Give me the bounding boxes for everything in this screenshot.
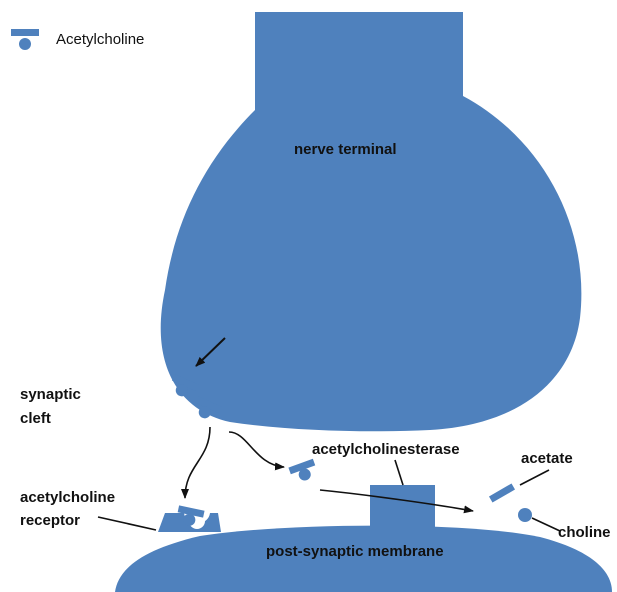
synaptic-cleft-label-line2: cleft	[20, 409, 51, 428]
legend-label: Acetylcholine	[56, 30, 144, 49]
synaptic-cleft-label-line1: synaptic	[20, 385, 81, 404]
acetylcholinesterase-pointer	[395, 460, 403, 485]
acetate-pointer	[520, 470, 549, 485]
receptor-label-line2: receptor	[20, 511, 80, 530]
diffusion-arrow	[229, 432, 284, 467]
acetylcholine-molecule-3	[288, 459, 319, 485]
binding-arrow	[185, 427, 210, 498]
nerve-terminal-label: nerve terminal	[294, 140, 397, 159]
choline-molecule	[518, 508, 532, 522]
choline-label: choline	[558, 523, 611, 542]
choline-pointer	[532, 518, 560, 531]
nerve-terminal-shape	[161, 12, 582, 431]
receptor-label-line1: acetylcholine	[20, 488, 115, 507]
acetylcholinesterase-enzyme	[370, 485, 435, 535]
post-synaptic-membrane-label: post-synaptic membrane	[266, 542, 444, 561]
acetylcholinesterase-label: acetylcholinesterase	[312, 440, 460, 459]
acetate-label: acetate	[521, 449, 573, 468]
acetylcholine-icon	[11, 29, 39, 50]
acetate-molecule	[489, 483, 515, 502]
receptor-pointer	[98, 517, 156, 530]
